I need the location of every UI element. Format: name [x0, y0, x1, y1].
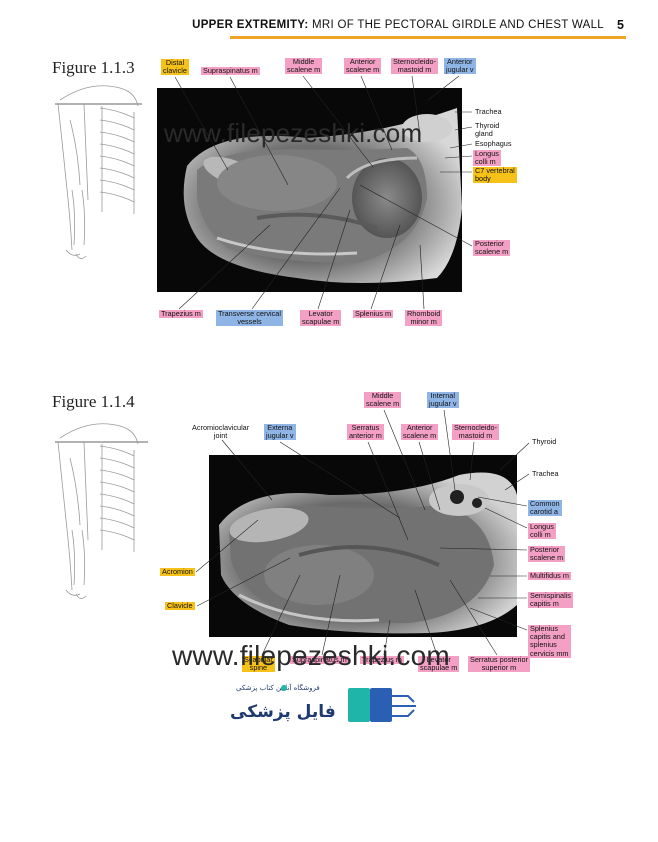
label-trapezius-muscle-2: Trapezius m [360, 655, 404, 665]
label-longus-colli-muscle-2: Longus colli m [528, 522, 556, 540]
label-anterior-scalene-muscle: Anterior scalene m [344, 57, 382, 75]
watermark-text-1: www.filepezeshki.com [164, 118, 423, 148]
label-levator-scapulae-muscle-2: Levator scapulae m [418, 655, 460, 673]
mri-scan-2-graphic [219, 472, 517, 634]
brand-logo: فروشگاه آنلاین کتاب پزشکی فایل پزشکی [220, 684, 430, 732]
label-esophagus: Esophagus [475, 139, 512, 148]
label-serratus-posterior-superior-muscle: Serratus posterior superior m [468, 655, 530, 673]
label-semispinalis-capitis-muscle: Semispinalis capitis m [528, 591, 573, 609]
header-section: UPPER EXTREMITY: [192, 19, 309, 31]
label-distal-clavicle: Distal clavicle [161, 58, 189, 76]
brand-tagline: فروشگاه آنلاین کتاب پزشکی [236, 684, 320, 692]
label-anterior-jugular-vein: Anterior jugular v [444, 57, 476, 75]
label-scapular-spine: Scapular spine [242, 655, 275, 673]
label-serratus-anterior-muscle: Serratus anterior m [347, 423, 384, 441]
header-subtitle: MRI OF THE PECTORAL GIRDLE AND CHEST WAL… [308, 19, 604, 31]
label-posterior-scalene-muscle: Posterior scalene m [473, 239, 511, 257]
label-sternocleidomastoid-muscle: Sternocleido- mastoid m [391, 57, 438, 75]
label-thyroid-2: Thyroid [532, 437, 557, 446]
label-splenius-capitis-cervicis-muscles: Splenius capitis and splenius cervicis m… [528, 624, 571, 658]
label-anterior-scalene-muscle-2: Anterior scalene m [401, 423, 439, 441]
label-external-jugular-vein: Externa jugular v [264, 423, 296, 441]
label-acromion: Acromion [160, 567, 195, 577]
label-thyroid-gland: Thyroid gland [475, 121, 500, 139]
running-header: UPPER EXTREMITY: MRI OF THE PECTORAL GIR… [192, 16, 626, 39]
label-transverse-cervical-vessels: Transverse cervical vessels [216, 309, 283, 327]
label-c7-vertebral-body: C7 vertebral body [473, 166, 517, 184]
label-acromioclavicular-joint: Acromioclavicular joint [192, 423, 250, 441]
label-posterior-scalene-muscle-2: Posterior scalene m [528, 545, 566, 563]
label-trapezius-muscle: Trapezius m [159, 309, 203, 319]
label-middle-scalene-muscle-2: Middle scalene m [364, 391, 402, 409]
page-number: 5 [617, 18, 624, 32]
label-trachea-2: Trachea [532, 469, 559, 478]
brand-name: فایل پزشکی [230, 702, 336, 722]
label-splenius-muscle: Splenius m [353, 309, 394, 319]
label-supraspinatus-muscle-2: Supraspinatus m [290, 655, 349, 665]
label-trachea: Trachea [475, 107, 502, 116]
label-internal-jugular-vein: Internal jugular v [427, 391, 459, 409]
brand-icon [281, 685, 416, 722]
label-rhomboid-minor-muscle: Rhomboid minor m [405, 309, 443, 327]
label-levator-scapulae-muscle: Levator scapulae m [300, 309, 342, 327]
figure-label-1: Figure 1.1.3 [52, 58, 135, 77]
label-multifidus-muscle: Multifidus m [528, 571, 571, 581]
label-supraspinatus-muscle: Supraspinatus m [201, 66, 260, 76]
label-middle-scalene-muscle: Middle scalene m [285, 57, 323, 75]
label-longus-colli-muscle: Longus colli m [473, 149, 501, 167]
mri-image-axial-2 [209, 455, 517, 637]
watermark-text-2: www.filepezeshki.com [172, 640, 450, 671]
running-header-title: UPPER EXTREMITY: MRI OF THE PECTORAL GIR… [192, 19, 604, 31]
figure-label-2: Figure 1.1.4 [52, 392, 135, 411]
label-common-carotid-artery: Common carotid a [528, 499, 562, 517]
label-clavicle: Clavicle [165, 601, 195, 611]
label-sternocleidomastoid-muscle-2: Sternocleido- mastoid m [452, 423, 499, 441]
header-rule [230, 36, 626, 39]
